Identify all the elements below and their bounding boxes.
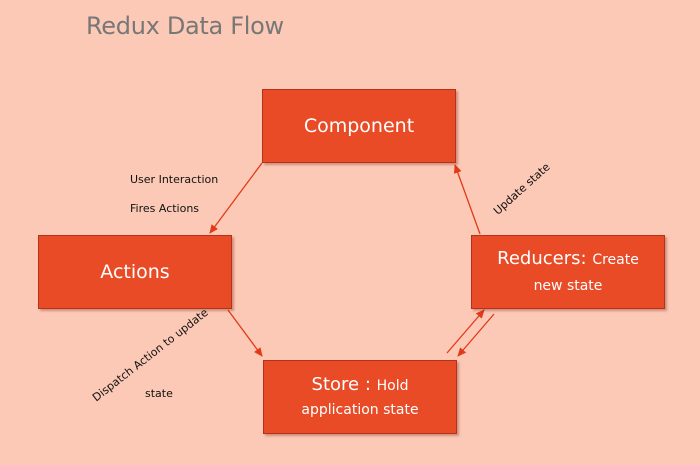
diagram-title: Redux Data Flow: [86, 12, 284, 40]
actions-node: Actions: [38, 235, 232, 309]
edge-label-dispatch-state: state: [145, 387, 173, 400]
store-node: Store : Hold application state: [263, 360, 457, 434]
arrow-reducers-to-component: [453, 164, 481, 235]
store-label-line1: Store : Hold: [312, 374, 409, 397]
component-node: Component: [262, 89, 456, 163]
reducers-label-main: Reducers:: [497, 247, 593, 269]
arrow-actions-to-store: [227, 309, 263, 357]
reducers-node: Reducers: Create new state: [471, 235, 665, 309]
store-label-main: Store :: [311, 373, 377, 395]
store-label-small: Hold: [376, 377, 409, 394]
arrow-reducers-to-store: [457, 313, 495, 357]
edge-label-fires-actions: Fires Actions: [130, 202, 200, 215]
reducers-label-line1: Reducers: Create: [497, 248, 639, 271]
arrow-store-to-reducers: [446, 309, 485, 354]
actions-label: Actions: [100, 261, 170, 283]
store-label-line2: application state: [301, 401, 419, 418]
reducers-label-small: Create: [592, 251, 639, 268]
arrow-component-to-actions: [209, 162, 263, 234]
component-label: Component: [303, 115, 415, 137]
edge-label-user-interaction: User Interaction: [130, 173, 219, 186]
reducers-label-line2: new state: [533, 277, 603, 294]
